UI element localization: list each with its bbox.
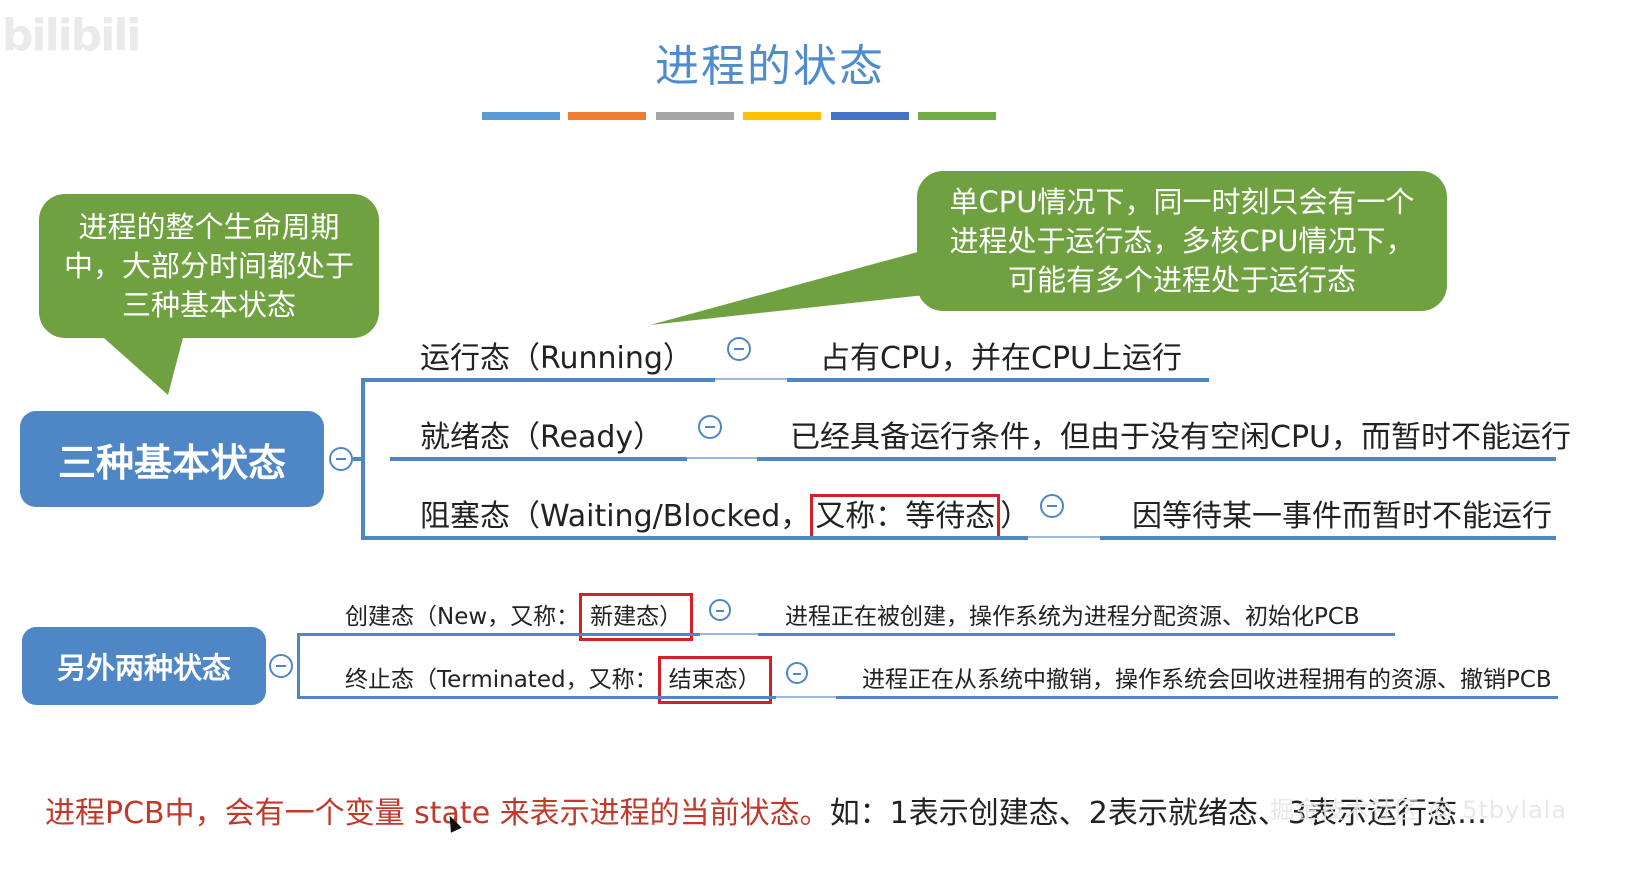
site-watermark: 掘金技术社区 @ 5tbylala [1270,796,1568,824]
state-terminated-label-prefix: 终止态（Terminated，又称： [345,667,658,693]
left-callout-pointer [95,330,185,395]
state-blocked-underline [390,536,1028,540]
state-blocked-alias-highlight: 又称：等待态 [810,494,1001,539]
bottom-note-black: 如：1表示创建态、2表示就绪态、3表示运行态… [829,796,1487,831]
other-node-label: 另外两种状态 [56,651,231,685]
bilibili-logo-watermark: bilibili [2,10,141,61]
state-running-desc: 占有CPU，并在CPU上运行 [820,341,1182,376]
color-bar-5 [831,112,909,120]
branch-running [361,378,391,382]
state-blocked-collapse-icon[interactable] [1040,494,1064,518]
state-running-underline [390,378,715,382]
left-callout-text: 进程的整个生命周期中，大部分时间都处于三种基本状态 [63,209,354,322]
state-running-label: 运行态（Running） [420,341,693,376]
state-new-underline [318,633,700,636]
right-callout: 单CPU情况下，同一时刻只会有一个进程处于运行态，多核CPU情况下，可能有多个进… [917,171,1447,311]
state-ready-desc: 已经具备运行条件，但由于没有空闲CPU，而暂时不能运行 [790,420,1571,455]
state-new-label: 创建态（New，又称：新建态） [345,593,694,641]
branch-terminated [297,696,319,699]
left-callout: 进程的整个生命周期中，大部分时间都处于三种基本状态 [39,194,379,338]
state-ready-label: 就绪态（Ready） [420,420,664,455]
state-running-collapse-icon[interactable] [727,337,751,361]
color-bar-6 [918,112,996,120]
new-connector [700,633,758,635]
other-node-two-states[interactable]: 另外两种状态 [22,627,266,705]
state-ready-desc-underline [757,457,1556,461]
state-terminated-underline [318,696,776,699]
running-connector [715,378,787,380]
state-terminated-desc-underline [836,696,1558,699]
color-bar-2 [568,112,646,120]
right-callout-text: 单CPU情况下，同一时刻只会有一个进程处于运行态，多核CPU情况下，可能有多个进… [949,184,1415,297]
state-new-desc-underline [758,633,1395,636]
state-terminated-collapse-icon[interactable] [786,662,808,684]
main-node-three-basic-states[interactable]: 三种基本状态 [20,411,324,507]
branch-blocked [361,536,391,540]
color-bar-1 [482,112,560,120]
state-terminated-alias-highlight: 结束态） [657,656,772,704]
main-node-label: 三种基本状态 [57,440,286,485]
state-new-desc: 进程正在被创建，操作系统为进程分配资源、初始化PCB [785,604,1360,630]
main-node-collapse-icon[interactable] [329,447,353,471]
state-blocked-desc-underline [1100,536,1556,540]
state-blocked-label-prefix: 阻塞态（Waiting/Blocked， [420,499,811,534]
bottom-note: 进程PCB中，会有一个变量 state 来表示进程的当前状态。如：1表示创建态、… [45,788,1487,832]
state-running-desc-underline [787,378,1209,382]
color-bar-4 [743,112,821,120]
other-node-collapse-icon[interactable] [269,654,293,678]
color-bar-3 [656,112,734,120]
state-ready-collapse-icon[interactable] [698,415,722,439]
state-terminated-label: 终止态（Terminated，又称：结束态） [345,656,772,704]
state-new-label-prefix: 创建态（New，又称： [345,604,580,630]
state-blocked-label: 阻塞态（Waiting/Blocked，又称：等待态） [420,491,1031,539]
state-ready-underline [390,457,687,461]
bottom-note-red: 进程PCB中，会有一个变量 state 来表示进程的当前状态。 [45,796,830,831]
state-blocked-label-suffix: ） [1000,499,1031,534]
main-connector [353,457,361,461]
ready-connector [687,457,757,459]
blocked-connector [1028,536,1100,538]
right-callout-pointer [650,250,925,325]
state-terminated-desc: 进程正在从系统中撤销，操作系统会回收进程拥有的资源、撤销PCB [862,667,1552,693]
branch-new [297,633,319,636]
other-branch-line [297,634,300,698]
state-new-alias-highlight: 新建态） [579,593,694,641]
terminated-connector [776,696,836,698]
slide-title: 进程的状态 [655,41,885,92]
state-blocked-desc: 因等待某一事件而暂时不能运行 [1132,499,1552,534]
main-branch-line [361,380,365,538]
state-new-collapse-icon[interactable] [709,599,731,621]
